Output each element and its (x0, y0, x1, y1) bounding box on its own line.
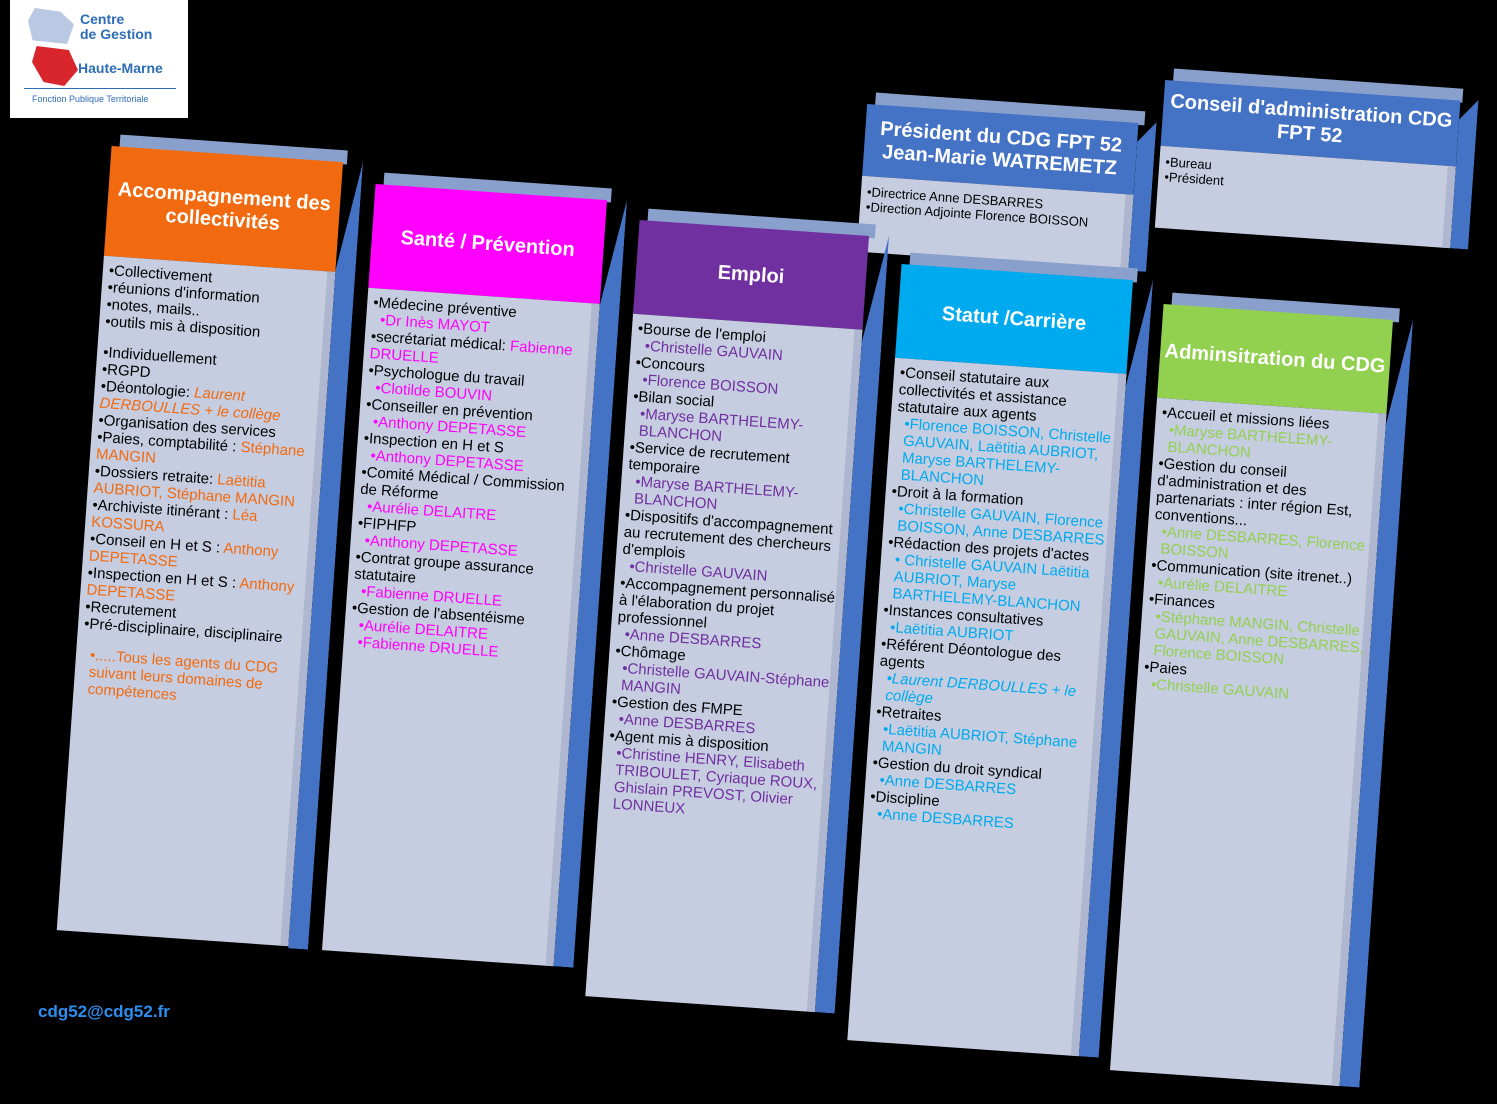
column-accompagnement: Accompagnement des collectivités •Collec… (56, 134, 367, 956)
logo-divider (24, 88, 176, 89)
column-content: •Conseil statutaire aux collectivités et… (869, 364, 1122, 837)
logo-line-4: Fonction Publique Territoriale (32, 94, 149, 104)
column-content: •Bourse de l'emploi•Christelle GAUVAIN•C… (604, 320, 856, 827)
column-administration: Adminsitration du CDG •Accueil et missio… (1109, 292, 1419, 1104)
contact-email[interactable]: cdg52@cdg52.fr (38, 1002, 170, 1021)
column-content: •Accueil et missions liées•Maryse BARTHE… (1142, 404, 1380, 708)
column-emploi: Emploi •Bourse de l'emploi•Christelle GA… (584, 208, 895, 1030)
line-text: •Paies (1143, 658, 1188, 679)
haute-marne-map-red-icon (32, 46, 78, 86)
column-title: Santé / Prévention (368, 183, 608, 304)
conseil-box: Conseil d'administration CDG FPT 52 •Bur… (1153, 68, 1485, 270)
line-text: •Christine HENRY, Elisabeth TRIBOULET, C… (612, 744, 818, 818)
column-title: Adminsitration du CDG (1157, 303, 1394, 414)
column-title: Emploi (633, 219, 870, 330)
haute-marne-map-icon (28, 8, 74, 44)
column-title: Accompagnement des collectivités (103, 145, 344, 272)
line-text: •Gestion du conseil d'administration et … (1154, 455, 1353, 530)
column-title: Statut /Carrière (895, 263, 1134, 374)
column-content: •Collectivement•réunions d'information•n… (79, 262, 331, 712)
logo-line-3: Haute-Marne (78, 60, 163, 76)
line-text: •Conseil statutaire aux collectivités et… (897, 364, 1068, 425)
column-statut: Statut /Carrière •Conseil statutaire aux… (846, 252, 1157, 1074)
column-content: •Médecine préventive•Dr Inès MAYOT•secré… (349, 294, 595, 666)
column-sante: Santé / Prévention •Médecine préventive•… (321, 172, 631, 984)
